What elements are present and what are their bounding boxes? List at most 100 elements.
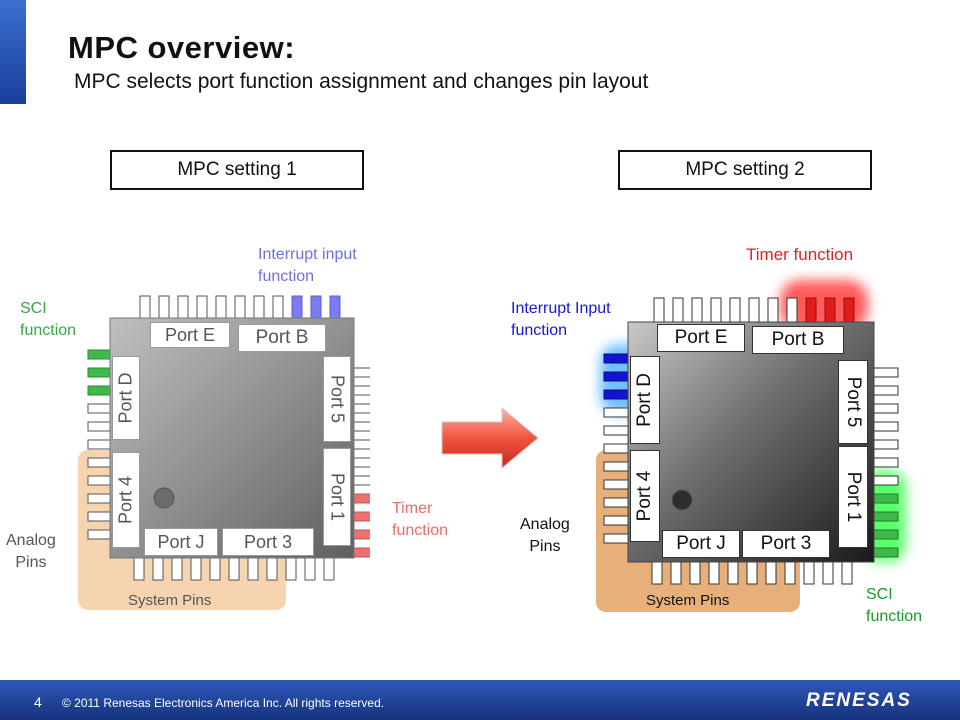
right-timer-label: Timer function xyxy=(746,245,854,264)
right-port-3: Port 3 xyxy=(742,530,830,558)
right-chip-body xyxy=(627,321,875,563)
pin xyxy=(190,557,202,581)
left-bottom-pins xyxy=(133,557,335,581)
pin xyxy=(803,561,815,585)
left-port-1: Port 1 xyxy=(327,472,348,522)
title-accent-bar xyxy=(0,0,26,104)
pin xyxy=(158,295,170,319)
pin xyxy=(353,367,370,378)
sci-pin xyxy=(87,385,111,396)
pin xyxy=(133,557,145,581)
mpc-setting-1-box: MPC setting 1 xyxy=(110,150,364,190)
renesas-logo: RENESAS xyxy=(806,690,912,711)
pin xyxy=(353,421,370,432)
left-right-pins xyxy=(353,367,370,558)
timer-pin xyxy=(824,297,836,323)
pin xyxy=(177,295,189,319)
pin xyxy=(784,561,796,585)
left-port-j: Port J xyxy=(144,528,218,556)
footer-bar xyxy=(0,680,960,720)
pin xyxy=(87,475,111,486)
transition-arrow xyxy=(441,406,539,470)
pin xyxy=(748,297,760,323)
pin xyxy=(353,439,370,450)
left-top-pins xyxy=(139,295,341,319)
interrupt-pin xyxy=(291,295,303,319)
left-sci-label: SCI function xyxy=(20,300,77,339)
left-port-5-box: Port 5 xyxy=(323,356,351,442)
right-port-5: Port 5 xyxy=(843,376,864,428)
pin xyxy=(353,385,370,396)
right-interrupt-label: Interrupt Input function xyxy=(511,300,611,339)
pin xyxy=(234,295,246,319)
pin xyxy=(171,557,183,581)
right-port-5-box: Port 5 xyxy=(838,360,868,444)
left-timer-label: Timer function xyxy=(392,500,449,539)
left-port-4: Port 4 xyxy=(115,475,136,525)
pin xyxy=(87,421,111,432)
pin xyxy=(247,557,259,581)
interrupt-pin xyxy=(603,371,629,382)
pin xyxy=(304,557,316,581)
pin xyxy=(353,457,370,468)
timer-pin xyxy=(353,547,370,558)
pin xyxy=(729,297,741,323)
pin xyxy=(670,561,682,585)
pin xyxy=(87,511,111,522)
sci-pin xyxy=(873,529,899,540)
interrupt-pin xyxy=(603,353,629,364)
pin xyxy=(603,497,629,508)
timer-pin xyxy=(353,493,370,504)
right-top-pins xyxy=(653,297,855,323)
interrupt-pin xyxy=(329,295,341,319)
right-sci-label: SCI function xyxy=(866,586,923,625)
pin xyxy=(672,297,684,323)
timer-pin xyxy=(353,511,370,522)
pin xyxy=(353,403,370,414)
pin xyxy=(873,475,899,486)
pin xyxy=(746,561,758,585)
pin xyxy=(651,561,663,585)
pin xyxy=(873,421,899,432)
pin xyxy=(603,443,629,454)
right-port-d-box: Port D xyxy=(630,356,660,444)
right-chip-diagram xyxy=(596,280,906,612)
left-chip-diagram xyxy=(78,295,370,610)
pin xyxy=(873,457,899,468)
sci-pin xyxy=(873,493,899,504)
pin xyxy=(873,385,899,396)
pin xyxy=(689,561,701,585)
left-interrupt-label: Interrupt input function xyxy=(258,246,357,285)
right-port-d: Port D xyxy=(634,373,655,427)
pin xyxy=(152,557,164,581)
pin xyxy=(653,297,665,323)
right-port-e: Port E xyxy=(657,324,745,352)
pin xyxy=(873,367,899,378)
right-analog-label: Analog Pins xyxy=(520,516,570,555)
pin xyxy=(603,479,629,490)
pin xyxy=(87,457,111,468)
left-left-pins xyxy=(87,349,111,540)
interrupt-pin xyxy=(603,389,629,400)
right-port-4-box: Port 4 xyxy=(630,450,660,542)
pin xyxy=(209,557,221,581)
pin xyxy=(603,533,629,544)
right-bottom-pins xyxy=(651,561,853,585)
pin xyxy=(691,297,703,323)
page-subtitle: MPC selects port function assignment and… xyxy=(74,70,649,93)
left-port-1-box: Port 1 xyxy=(323,448,351,546)
left-system-label: System Pins xyxy=(128,592,212,609)
pin xyxy=(765,561,777,585)
pin xyxy=(228,557,240,581)
pin xyxy=(767,297,779,323)
pin xyxy=(841,561,853,585)
pin xyxy=(87,493,111,504)
pin xyxy=(266,557,278,581)
pin xyxy=(786,297,798,323)
right-port-1-box: Port 1 xyxy=(838,446,868,548)
timer-pin xyxy=(843,297,855,323)
left-port-e: Port E xyxy=(150,322,230,348)
pin xyxy=(196,295,208,319)
page-title: MPC overview: xyxy=(68,30,296,65)
timer-pin xyxy=(353,529,370,540)
